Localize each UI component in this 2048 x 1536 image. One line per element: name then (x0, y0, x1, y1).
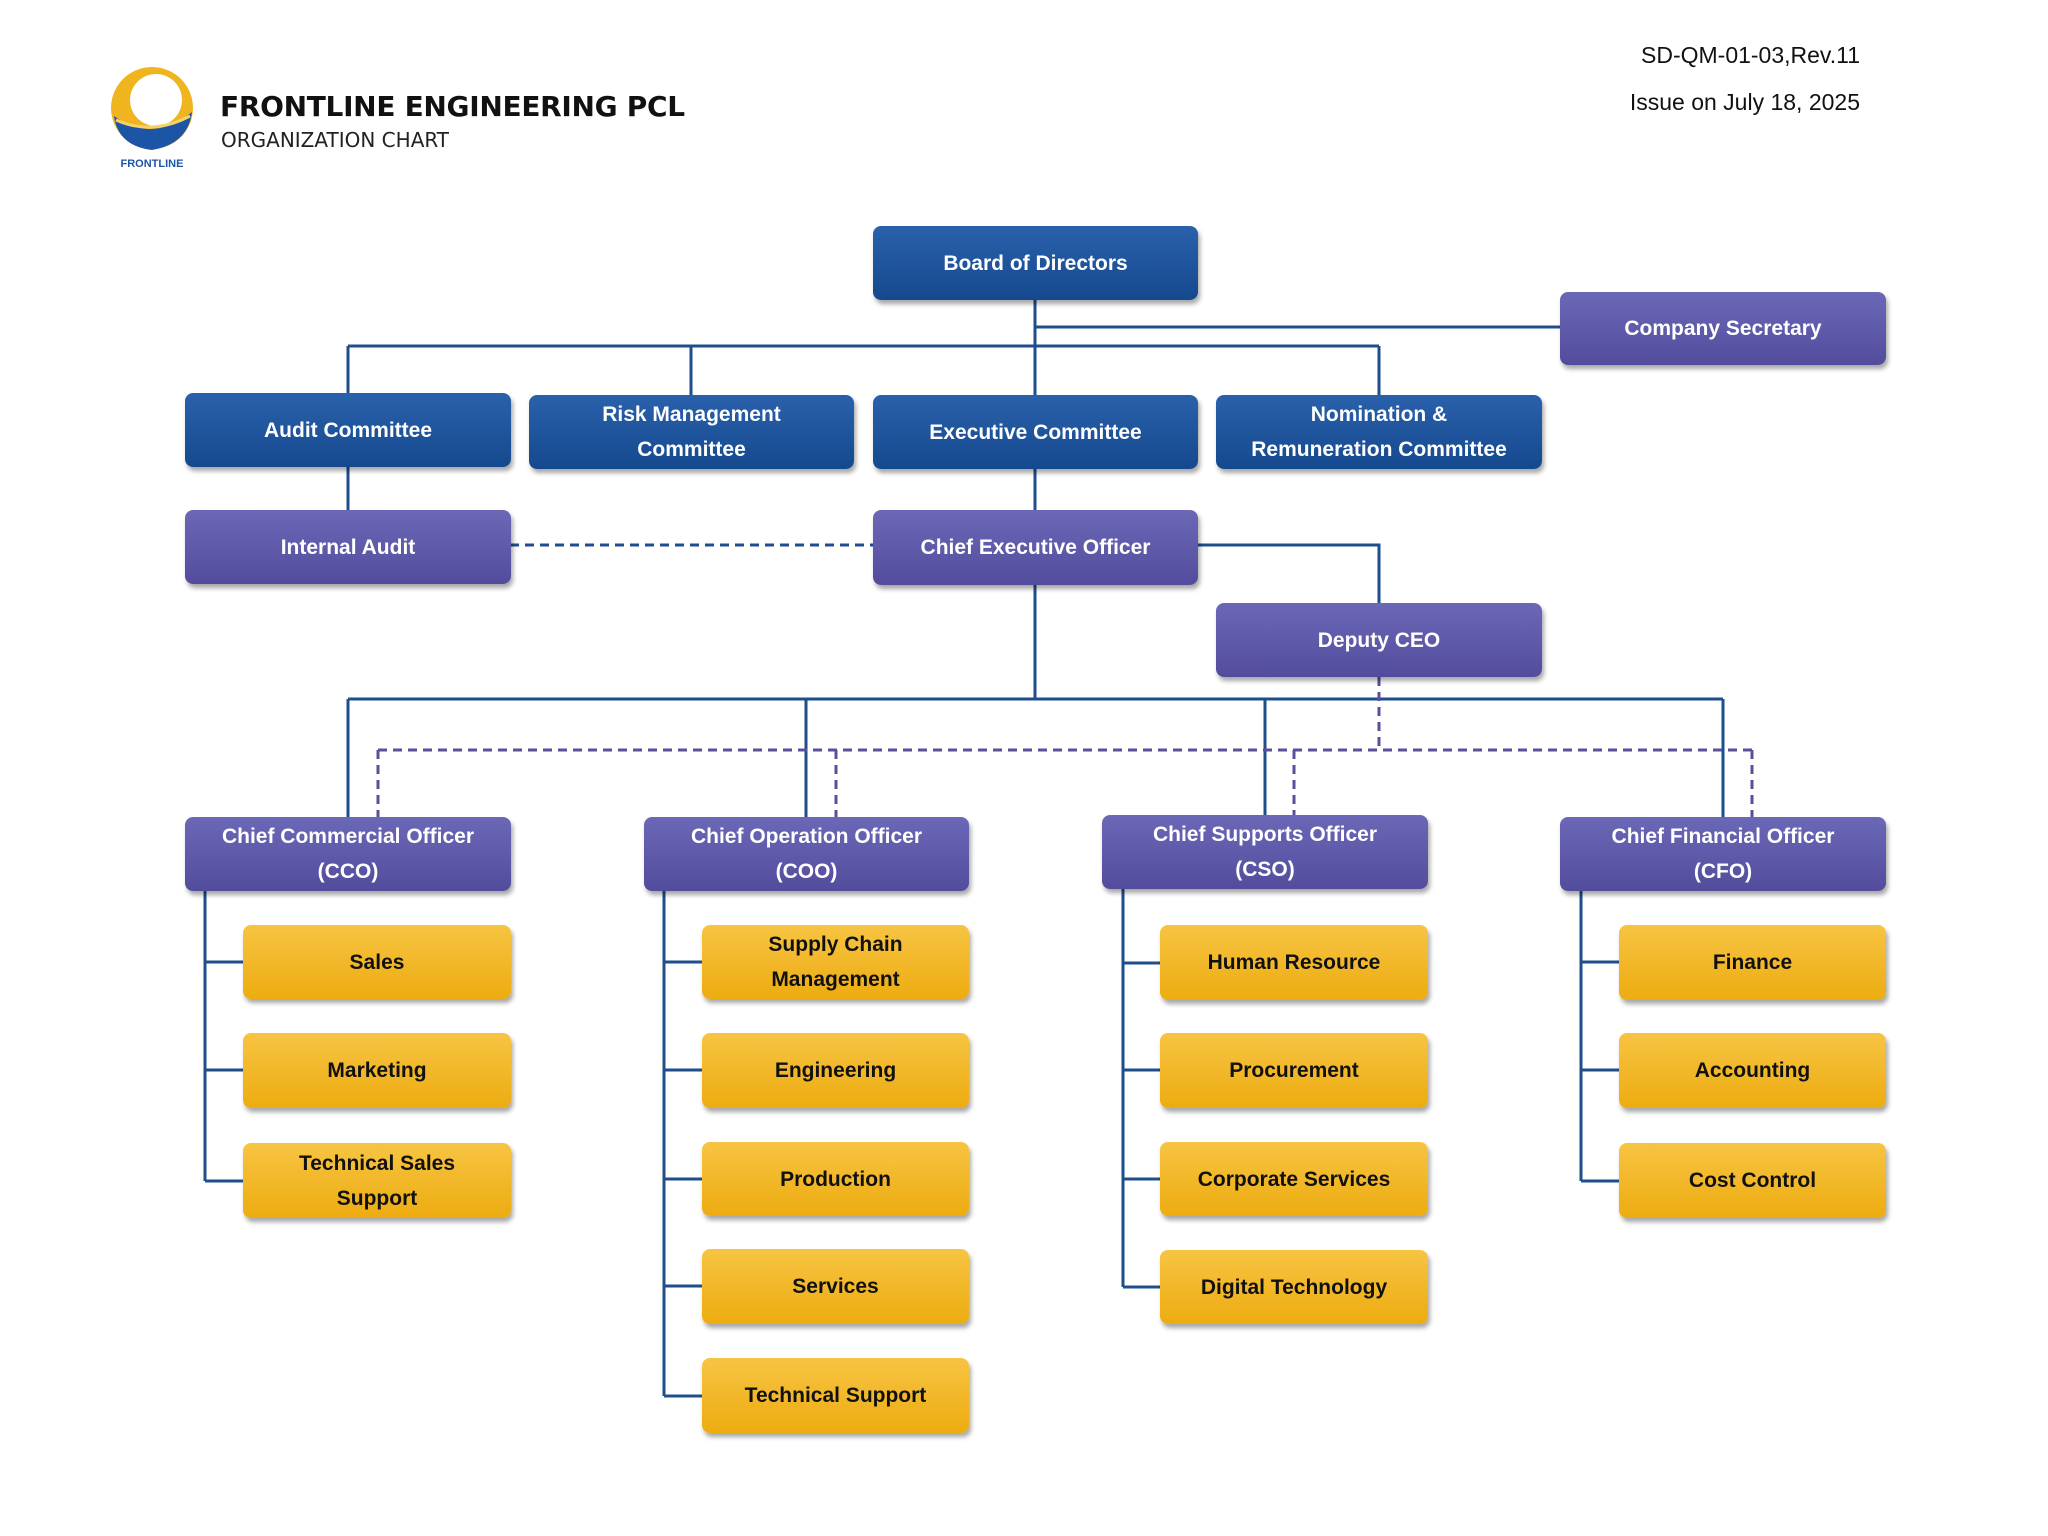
node-nomination-remuneration-committee[interactable]: Nomination & Remuneration Committee (1216, 395, 1542, 469)
bracket-cco (203, 891, 243, 1183)
bracket-cfo (1579, 891, 1619, 1183)
dept-production[interactable]: Production (702, 1142, 969, 1216)
node-chief-operation-officer[interactable]: Chief Operation Officer (COO) (644, 817, 969, 891)
dept-technical-support[interactable]: Technical Support (702, 1358, 969, 1433)
node-chief-commercial-officer[interactable]: Chief Commercial Officer (CCO) (185, 817, 511, 891)
connector-deputy-ceo (1198, 543, 1381, 603)
node-internal-audit[interactable]: Internal Audit (185, 510, 511, 584)
node-chief-executive-officer[interactable]: Chief Executive Officer (873, 510, 1198, 585)
node-board-of-directors[interactable]: Board of Directors (873, 226, 1198, 300)
dept-technical-sales-support[interactable]: Technical Sales Support (243, 1143, 511, 1218)
dept-procurement[interactable]: Procurement (1160, 1033, 1428, 1108)
node-deputy-ceo[interactable]: Deputy CEO (1216, 603, 1542, 677)
dept-services[interactable]: Services (702, 1249, 969, 1324)
company-name: FRONTLINE ENGINEERING PCL (220, 90, 685, 123)
dept-cost-control[interactable]: Cost Control (1619, 1143, 1886, 1218)
svg-text:FRONTLINE: FRONTLINE (121, 158, 184, 170)
node-chief-financial-officer[interactable]: Chief Financial Officer (CFO) (1560, 817, 1886, 891)
issue-date: Issue on July 18, 2025 (1629, 89, 1860, 115)
node-executive-committee[interactable]: Executive Committee (873, 395, 1198, 469)
bracket-cso (1121, 889, 1160, 1289)
node-chief-supports-officer[interactable]: Chief Supports Officer (CSO) (1102, 815, 1428, 889)
dept-human-resource[interactable]: Human Resource (1160, 925, 1428, 1000)
document-number: SD-QM-01-03,Rev.11 (1641, 42, 1860, 68)
bracket-coo (662, 891, 702, 1398)
node-risk-management-committee[interactable]: Risk Management Committee (529, 395, 854, 469)
dept-engineering[interactable]: Engineering (702, 1033, 969, 1108)
dept-sales[interactable]: Sales (243, 925, 511, 999)
dept-digital-technology[interactable]: Digital Technology (1160, 1250, 1428, 1324)
company-logo: FRONTLINE (111, 67, 193, 170)
node-audit-committee[interactable]: Audit Committee (185, 393, 511, 467)
dept-supply-chain-management[interactable]: Supply Chain Management (702, 925, 969, 999)
chart-subtitle: ORGANIZATION CHART (221, 128, 450, 152)
node-company-secretary[interactable]: Company Secretary (1560, 292, 1886, 365)
dept-marketing[interactable]: Marketing (243, 1033, 511, 1108)
dept-finance[interactable]: Finance (1619, 925, 1886, 1000)
dept-corporate-services[interactable]: Corporate Services (1160, 1142, 1428, 1216)
dept-accounting[interactable]: Accounting (1619, 1033, 1886, 1108)
